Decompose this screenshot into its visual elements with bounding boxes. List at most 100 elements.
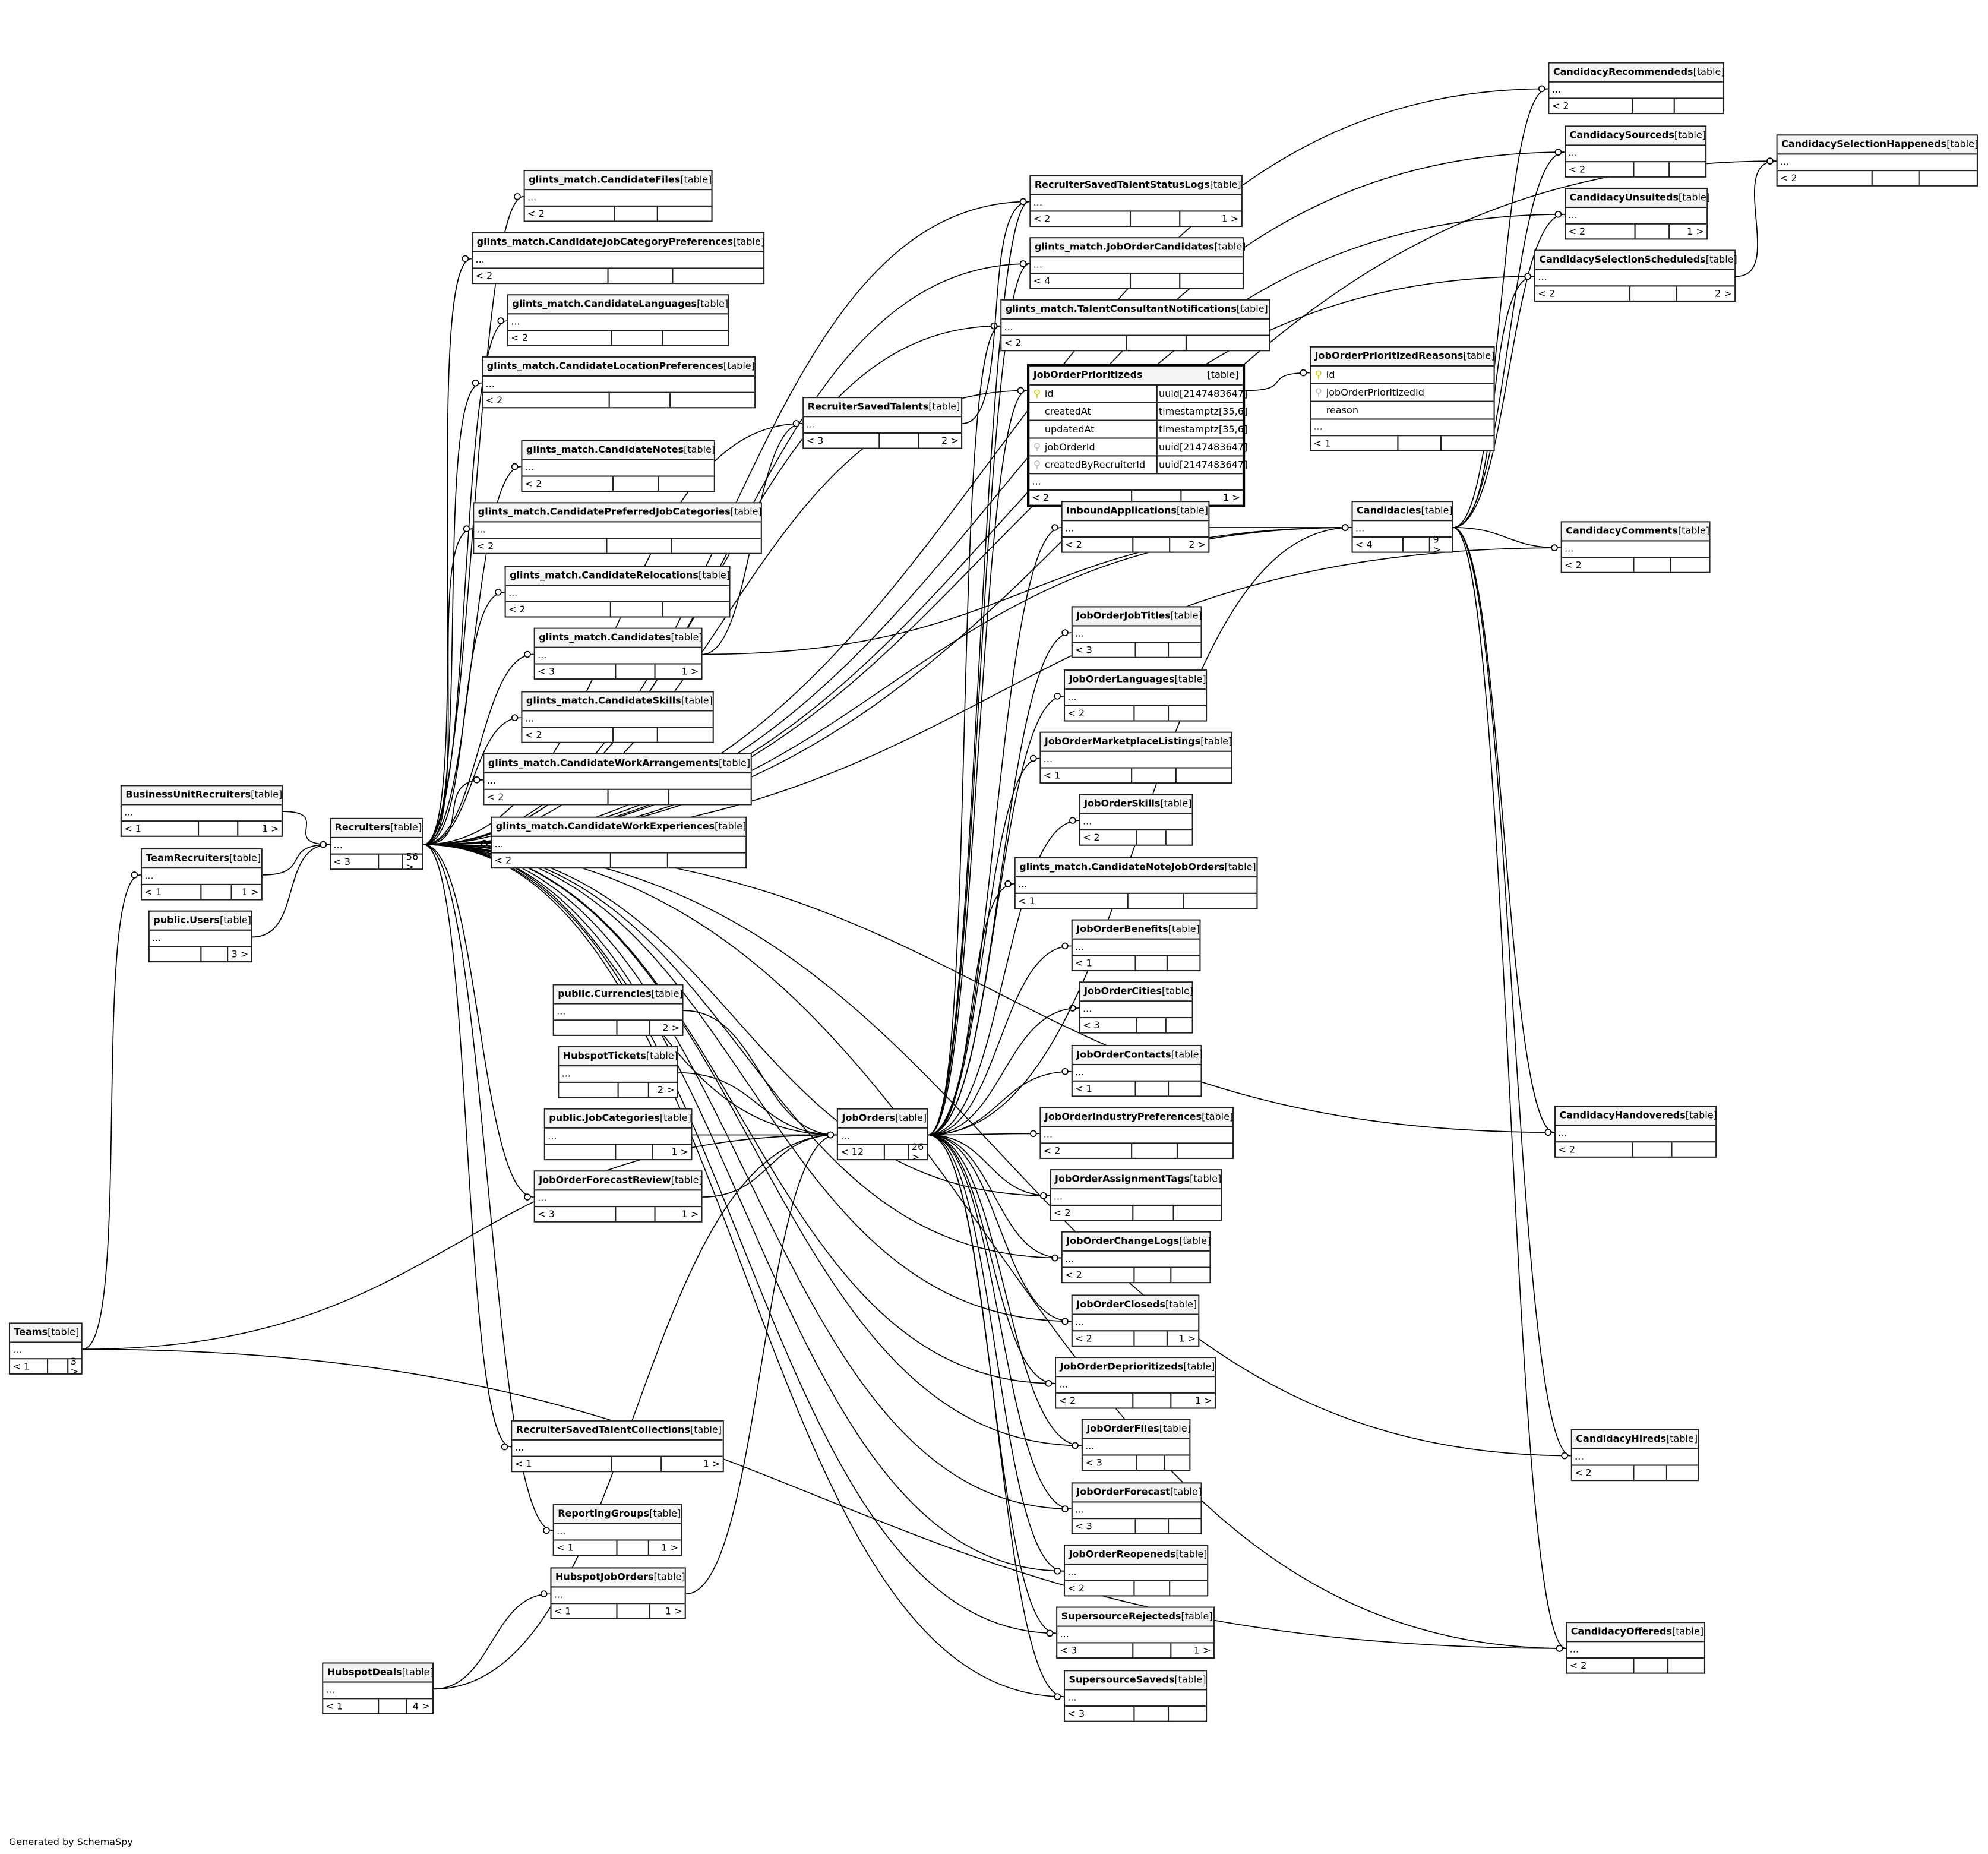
table-name[interactable]: RecruiterSavedTalentCollections	[516, 1424, 690, 1436]
parents-count[interactable]: < 2	[1567, 1659, 1635, 1673]
children-count[interactable]	[1168, 956, 1200, 969]
table-name[interactable]: JobOrderForecastReview	[539, 1174, 671, 1186]
parents-count[interactable]: < 1	[554, 1540, 618, 1555]
table-header[interactable]: glints_match.CandidateWorkArrangements[t…	[484, 754, 751, 774]
table-joborderprioritizedreasons[interactable]: JobOrderPrioritizedReasons[table]⚲id⚲job…	[1310, 346, 1495, 451]
parents-count[interactable]: < 1	[512, 1457, 612, 1471]
table-name[interactable]: InboundApplications	[1066, 505, 1177, 517]
children-count[interactable]	[659, 477, 714, 491]
table-name[interactable]: JobOrderIndustryPreferences	[1044, 1111, 1202, 1123]
more-columns[interactable]: ...	[484, 773, 751, 790]
more-columns[interactable]: ...	[121, 805, 282, 822]
table-name[interactable]: glints_match.JobOrderCandidates	[1034, 241, 1215, 253]
children-count[interactable]: 1 >	[1221, 213, 1239, 225]
parents-count[interactable]: < 2	[1535, 286, 1630, 301]
more-columns[interactable]: ...	[1082, 1439, 1190, 1456]
table-header[interactable]: glints_match.CandidateJobCategoryPrefere…	[473, 233, 764, 252]
table-header[interactable]: JobOrderReopeneds[table]	[1065, 1546, 1207, 1565]
table-joborderfiles[interactable]: JobOrderFiles[table]...< 3	[1081, 1419, 1191, 1471]
parents-count[interactable]: < 2	[473, 269, 608, 283]
parents-count[interactable]: < 3	[1073, 643, 1137, 657]
table-header[interactable]: SupersourceSaveds[table]	[1065, 1671, 1206, 1691]
table-supersourcesaveds[interactable]: SupersourceSaveds[table]...< 3	[1063, 1670, 1208, 1722]
children-count[interactable]: 1 >	[261, 822, 279, 835]
table-header[interactable]: Candidacies[table]	[1352, 502, 1453, 522]
table-name[interactable]: JobOrderChangeLogs	[1066, 1235, 1180, 1247]
more-columns[interactable]: ...	[837, 1129, 927, 1145]
more-columns[interactable]: ...	[522, 460, 714, 477]
more-columns[interactable]: ...	[474, 522, 761, 539]
parents-count[interactable]: < 2	[506, 602, 612, 617]
table-name[interactable]: glints_match.CandidateLanguages	[512, 298, 697, 310]
more-columns[interactable]: ...	[1065, 1565, 1208, 1581]
table-glints-match-candidateskills[interactable]: glints_match.CandidateSkills[table]...< …	[521, 691, 714, 743]
children-count[interactable]: 1 >	[661, 1542, 679, 1553]
more-columns[interactable]: ...	[1572, 1449, 1698, 1466]
table-header[interactable]: public.JobCategories[table]	[545, 1109, 691, 1129]
parents-count[interactable]: < 3	[1065, 1707, 1134, 1721]
table-header[interactable]: CandidacyHandovereds[table]	[1556, 1107, 1717, 1126]
children-count[interactable]: 1 >	[1194, 1394, 1212, 1406]
more-columns[interactable]: ...	[508, 314, 728, 331]
table-name[interactable]: glints_match.TalentConsultantNotificatio…	[1005, 303, 1237, 315]
children-count[interactable]: 1 >	[1687, 225, 1704, 237]
table-name[interactable]: Candidacies	[1357, 505, 1421, 517]
more-columns[interactable]: ...	[551, 1588, 685, 1605]
table-name[interactable]: JobOrderReopeneds	[1069, 1548, 1176, 1561]
table-public-users[interactable]: public.Users[table]...3 >	[148, 910, 252, 963]
parents-count[interactable]: < 2	[1041, 1144, 1133, 1158]
parents-count[interactable]: < 3	[1073, 1519, 1137, 1533]
parents-count[interactable]: < 2	[1080, 830, 1137, 845]
parents-count[interactable]: < 1	[323, 1699, 379, 1713]
table-header[interactable]: CandidacyRecommendeds[table]	[1549, 63, 1725, 83]
children-count[interactable]	[673, 269, 763, 283]
parents-count[interactable]: < 1	[1311, 436, 1399, 450]
table-header[interactable]: glints_match.CandidateWorkExperiences[ta…	[492, 817, 746, 837]
children-count[interactable]: 4 >	[412, 1700, 430, 1712]
parents-count[interactable]: < 2	[1063, 1268, 1135, 1283]
parents-count[interactable]: < 2	[1065, 706, 1134, 721]
table-header[interactable]: RecruiterSavedTalentCollections[table]	[512, 1421, 723, 1441]
table-candidacyselectionhappeneds[interactable]: CandidacySelectionHappeneds[table]...< 2	[1776, 134, 1978, 187]
table-glints-match-candidatelanguages[interactable]: glints_match.CandidateLanguages[table]..…	[507, 294, 729, 346]
parents-count[interactable]: < 2	[1029, 491, 1132, 505]
children-count[interactable]	[1669, 1659, 1704, 1672]
more-columns[interactable]: ...	[142, 868, 261, 885]
parents-count[interactable]: < 1	[1016, 893, 1129, 908]
parents-count[interactable]: < 2	[1056, 1393, 1134, 1408]
table-name[interactable]: CandidacyOffereds	[1570, 1626, 1673, 1638]
table-header[interactable]: glints_match.CandidateLanguages[table]	[508, 295, 728, 315]
table-hubspottickets[interactable]: HubspotTickets[table]...2 >	[558, 1046, 679, 1098]
table-name[interactable]: CandidacySelectionHappeneds	[1781, 138, 1947, 150]
table-header[interactable]: glints_match.CandidateNotes[table]	[522, 441, 715, 460]
more-columns[interactable]: ...	[1566, 146, 1706, 163]
more-columns[interactable]: ...	[1029, 474, 1243, 491]
table-candidacyhandovereds[interactable]: CandidacyHandovereds[table]...< 2	[1554, 1106, 1717, 1158]
children-count[interactable]: 1 >	[681, 1208, 699, 1220]
table-name[interactable]: public.Users	[153, 914, 220, 926]
children-count[interactable]	[1442, 436, 1494, 450]
table-name[interactable]: JobOrderPrioritizedReasons	[1314, 350, 1464, 362]
table-header[interactable]: JobOrderDeprioritizeds[table]	[1056, 1358, 1215, 1378]
children-count[interactable]	[663, 331, 728, 345]
table-header[interactable]: HubspotTickets[table]	[559, 1047, 678, 1067]
table-glints-match-candidateworkarrangements[interactable]: glints_match.CandidateWorkArrangements[t…	[483, 753, 752, 806]
table-name[interactable]: JobOrderSkills	[1084, 798, 1161, 810]
children-count[interactable]: 1 >	[665, 1605, 682, 1617]
table-header[interactable]: glints_match.CandidateNoteJobOrders[tabl…	[1015, 858, 1257, 878]
table-name[interactable]: JobOrderAssignmentTags	[1054, 1173, 1190, 1185]
more-columns[interactable]: ...	[1001, 320, 1269, 336]
children-count[interactable]	[1667, 1466, 1698, 1480]
parents-count[interactable]: < 4	[1031, 274, 1132, 288]
table-header[interactable]: RecruiterSavedTalents[table]	[804, 398, 962, 418]
table-name[interactable]: JobOrderFiles	[1086, 1423, 1159, 1435]
more-columns[interactable]: ...	[512, 1441, 723, 1457]
table-header[interactable]: HubspotJobOrders[table]	[551, 1568, 685, 1588]
table-name[interactable]: CandidacyHandovereds	[1559, 1110, 1686, 1122]
